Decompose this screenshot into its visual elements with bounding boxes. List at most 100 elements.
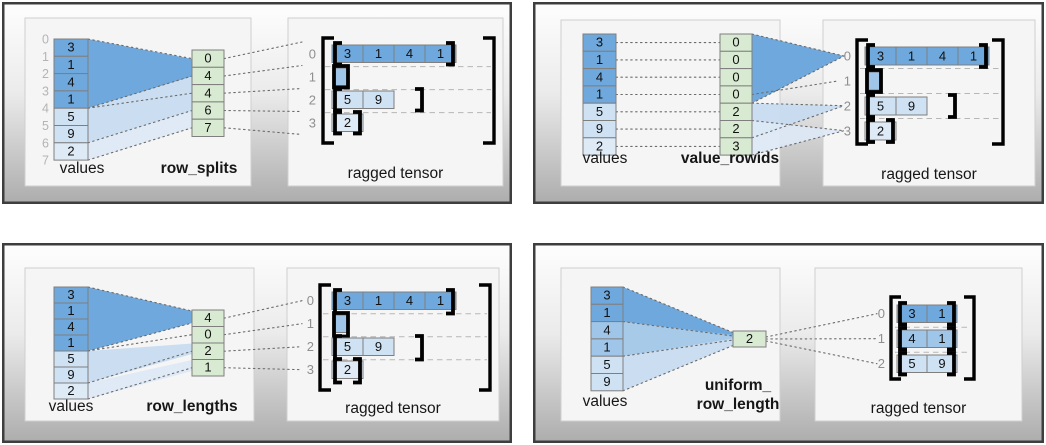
tensor-cell: 1	[938, 331, 945, 346]
param-cell: 4	[204, 85, 211, 100]
param-cell: 4	[204, 310, 211, 325]
tensor-cell: 1	[908, 48, 915, 63]
tensor-cell: 4	[908, 331, 915, 346]
value-cell: 1	[67, 335, 74, 350]
row-index: 1	[878, 331, 885, 346]
outer-bracket-right	[483, 36, 496, 145]
panel-value-rowids: 3 1 4 1 5 9 2 0 0 0 0 2 2 3 0 1 2 3 3 1 …	[533, 2, 1044, 204]
values-column: 3 1 4 1 5 9	[590, 286, 624, 392]
svg-text:1: 1	[42, 50, 49, 64]
value-cell: 5	[596, 104, 603, 119]
tensor-cell: 5	[344, 92, 351, 107]
param-cell: 3	[732, 139, 739, 154]
param-cell: 1	[204, 360, 211, 375]
values-label: values	[60, 160, 105, 177]
ragged-tensor-label: ragged tensor	[881, 166, 977, 183]
value-cell: 1	[596, 87, 603, 102]
method-label-line2: row_length	[697, 396, 780, 413]
row-index: 0	[309, 46, 316, 61]
tensor-cell: 2	[877, 123, 884, 138]
tensor-cell: 3	[344, 293, 351, 308]
svg-text:5: 5	[42, 119, 49, 133]
values-label: values	[583, 150, 628, 167]
svg-text:7: 7	[42, 154, 49, 168]
tensor-cell: 1	[938, 306, 945, 321]
row-index: 0	[307, 293, 314, 308]
tensor-cell: 2	[344, 362, 351, 377]
value-cell: 5	[67, 351, 74, 366]
value-cell: 1	[603, 305, 610, 320]
value-rowids-column: 0 0 0 0 2 2 3	[719, 33, 753, 156]
tensor-cell: 9	[938, 356, 945, 371]
tensor-cell: 4	[939, 48, 946, 63]
row-index: 2	[309, 92, 316, 107]
funnel-shading	[623, 287, 733, 391]
tensor-cell: 2	[344, 115, 351, 130]
outer-bracket-left	[855, 38, 868, 146]
tensor-box	[287, 17, 504, 187]
dotted-connectors	[87, 286, 303, 400]
row-index: 1	[309, 69, 316, 84]
tensor-cell: 4	[406, 46, 413, 61]
param-cell: 0	[204, 327, 211, 342]
value-cell: 9	[603, 374, 610, 389]
tensor-cell: 5	[344, 339, 351, 354]
svg-text:4: 4	[42, 102, 49, 116]
tensor-cell: 3	[344, 46, 351, 61]
param-cell: 4	[204, 68, 211, 83]
svg-text:6: 6	[42, 136, 49, 150]
panel-uniform-row-length: 3 1 4 1 5 9 2 0 1 2 3 1 4 1 5 9 values u…	[533, 243, 1044, 443]
tensor-cell: 3	[908, 306, 915, 321]
ragged-tensor: 0 1 2 3 3 1 4 1 5 9 2	[844, 38, 1005, 146]
value-cell: 9	[67, 367, 74, 382]
param-cell: 2	[732, 121, 739, 136]
funnel-shading	[88, 39, 192, 161]
row-index: 3	[307, 362, 314, 377]
value-cell: 1	[596, 52, 603, 67]
param-cell: 2	[746, 331, 753, 346]
ragged-tensor-label: ragged tensor	[871, 400, 967, 417]
values-column: 3 1 4 1 5 9 2	[53, 286, 89, 400]
values-label: values	[49, 398, 94, 415]
row-index: 1	[307, 316, 314, 331]
funnel-shading	[752, 34, 844, 156]
param-cell: 2	[204, 343, 211, 358]
value-cell: 1	[603, 340, 610, 355]
ragged-tensor: 0 1 2 3 1 4 1 5 9	[878, 295, 976, 381]
row-index: 0	[844, 49, 851, 64]
value-cell: 4	[596, 69, 603, 84]
method-label: row_splits	[161, 160, 238, 177]
row-splits-column: 0 4 4 6 7	[191, 49, 225, 137]
param-cell: 6	[204, 103, 211, 118]
ragged-tensor: 0 1 2 3 3 1 4 1 5 9 2	[309, 36, 496, 145]
param-cell: 0	[732, 69, 739, 84]
value-cell: 2	[67, 144, 74, 159]
param-cell: 0	[732, 52, 739, 67]
value-cell: 5	[603, 357, 610, 372]
row-index: 1	[844, 74, 851, 89]
value-cell: 5	[67, 109, 74, 124]
row-index: 2	[844, 99, 851, 114]
tensor-cell: 1	[437, 46, 444, 61]
ragged-tensor: 0 1 2 3 3 1 4 1 5 9 2	[307, 283, 492, 392]
tensor-cell: 1	[375, 46, 382, 61]
tensor-cell: 9	[375, 92, 382, 107]
outer-bracket-left	[889, 295, 901, 381]
value-cell: 2	[67, 383, 74, 398]
value-cell: 9	[596, 121, 603, 136]
values-column: 3 1 4 1 5 9 2	[53, 38, 89, 161]
tensor-cell: 1	[437, 293, 444, 308]
param-cell: 0	[204, 51, 211, 66]
value-cell: 1	[67, 57, 74, 72]
outer-bracket-left	[318, 283, 331, 392]
value-cell: 2	[596, 139, 603, 154]
svg-text:0: 0	[42, 33, 49, 47]
ragged-tensor-label: ragged tensor	[345, 400, 441, 417]
outer-bracket-right	[964, 295, 976, 381]
dotted-connectors	[615, 33, 845, 156]
row-index: 0	[878, 306, 885, 321]
row-lengths-column: 4 0 2 1	[191, 309, 225, 377]
row-index: 2	[878, 356, 885, 371]
value-cell: 4	[67, 74, 74, 89]
